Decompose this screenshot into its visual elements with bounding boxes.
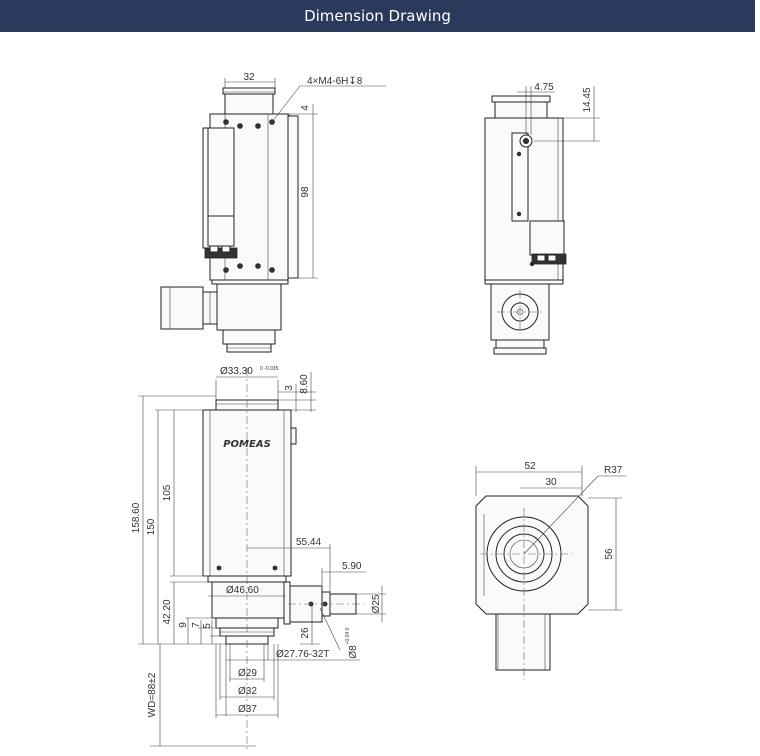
dim-front-d29: Ø29 (238, 668, 257, 679)
dim-end-30: 30 (545, 477, 557, 488)
dim-front-d32: Ø32 (238, 686, 257, 697)
dim-front-3: 3 (284, 385, 295, 391)
dim-front-d3330-tol: 0 -0.035 (260, 366, 279, 372)
dim-end-52: 52 (524, 461, 536, 472)
dim-end-56: 56 (604, 548, 615, 560)
dim-front-d25: Ø25 (371, 594, 382, 613)
dim-front-590: 5.90 (342, 561, 362, 572)
dim-front-4220: 42.20 (162, 599, 173, 624)
dim-front-d3330: Ø33.30 (220, 366, 253, 377)
section-title: Dimension Drawing (304, 7, 451, 25)
dim-front-d2776: Ø27.76-32T (276, 649, 329, 660)
dim-front-9: 9 (178, 622, 189, 628)
dim-thread: 4×M4-6H↧8 (307, 76, 363, 87)
dim-front-860: 8.60 (299, 374, 310, 394)
dim-front-d8: Ø8 (348, 645, 359, 659)
section-header: Dimension Drawing (0, 0, 755, 32)
dim-front-d8-tol: +0.04 0 (345, 627, 351, 644)
dim-front-105: 105 (162, 484, 173, 501)
dim-top-98: 98 (300, 186, 311, 198)
dim-end-r37: R37 (604, 465, 623, 476)
dim-front-26: 26 (300, 627, 311, 639)
front-view: POMEAS Ø33.30 0 -0.035 3 8.60 (131, 366, 386, 750)
side-view: 4.75 14.45 (484, 82, 600, 355)
dim-front-d4660: Ø46.60 (226, 585, 259, 596)
dim-front-5: 5 (202, 623, 213, 629)
dim-front-5544: 55.44 (296, 537, 321, 548)
dim-front-15860: 158.60 (131, 502, 142, 533)
dim-front-150: 150 (146, 518, 157, 535)
dim-front-d37: Ø37 (238, 704, 257, 715)
dim-front-7: 7 (191, 622, 202, 628)
dim-side-1445: 14.45 (582, 87, 593, 112)
dim-top-width: 32 (243, 72, 255, 83)
end-view: 52 30 R37 56 (475, 461, 626, 680)
dim-front-wd: WD=88±2 (147, 672, 158, 717)
dim-side-475: 4.75 (534, 82, 554, 93)
dim-top-4: 4 (300, 105, 311, 111)
top-view: 32 4×M4-6H↧8 98 4 (160, 72, 386, 353)
